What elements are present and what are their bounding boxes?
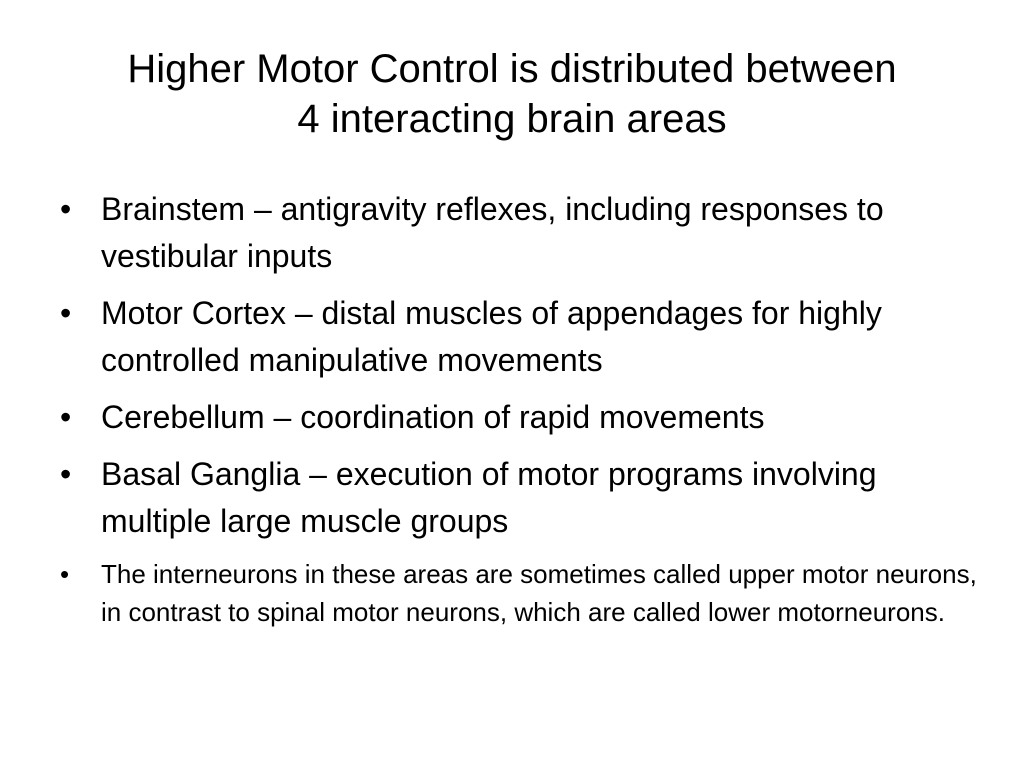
bullet-text: Cerebellum – coordination of rapid movem… (101, 399, 765, 435)
bullet-item-brainstem: • Brainstem – antigravity reflexes, incl… (60, 186, 980, 280)
bullet-item-cerebellum: • Cerebellum – coordination of rapid mov… (60, 394, 980, 441)
slide-title: Higher Motor Control is distributed betw… (40, 44, 984, 144)
bullet-item-interneurons-note: • The interneurons in these areas are so… (60, 555, 980, 631)
title-line-2: 4 interacting brain areas (297, 97, 727, 141)
bullet-dot-icon: • (60, 456, 72, 492)
bullet-dot-icon: • (60, 191, 72, 227)
bullet-item-basal-ganglia: • Basal Ganglia – execution of motor pro… (60, 451, 980, 545)
bullet-dot-icon: • (60, 399, 72, 435)
bullet-item-motor-cortex: • Motor Cortex – distal muscles of appen… (60, 290, 980, 384)
bullet-dot-icon: • (60, 295, 72, 331)
bullet-text: Motor Cortex – distal muscles of appenda… (101, 295, 882, 378)
bullet-text: The interneurons in these areas are some… (101, 559, 977, 627)
bullet-list: • Brainstem – antigravity reflexes, incl… (60, 186, 980, 641)
bullet-dot-icon: • (60, 559, 70, 589)
title-line-1: Higher Motor Control is distributed betw… (127, 47, 897, 91)
bullet-text: Brainstem – antigravity reflexes, includ… (101, 191, 884, 274)
bullet-text: Basal Ganglia – execution of motor progr… (101, 456, 877, 539)
